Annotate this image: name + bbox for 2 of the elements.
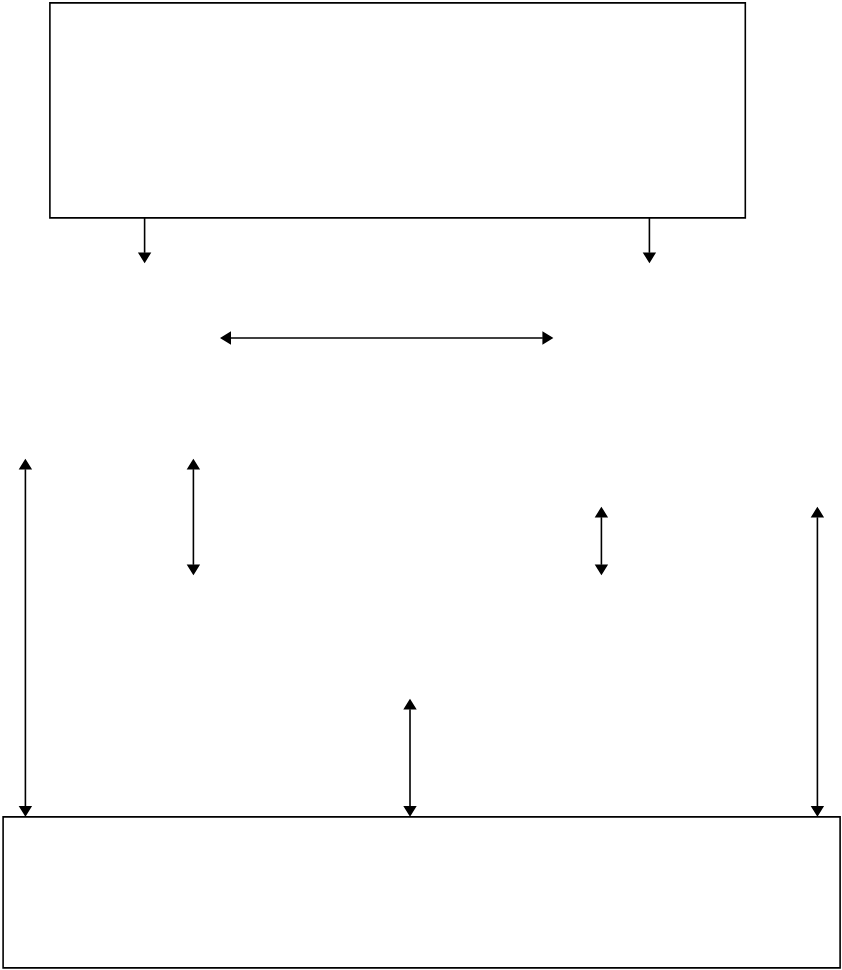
- blank-box: [2, 816, 841, 969]
- blank-box: [49, 2, 747, 219]
